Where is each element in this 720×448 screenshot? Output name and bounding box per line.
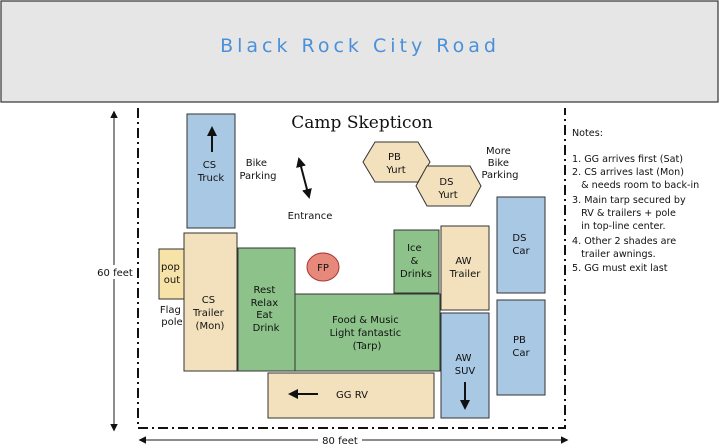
ice-drinks-label: Ice & Drinks [400,243,432,280]
cs-trailer-space [183,232,238,372]
pb-yurt-label: PB Yurt [385,152,405,176]
fire-pit [306,252,340,282]
entrance-arrow [296,157,312,199]
road-label: Black Rock City Road [220,35,500,57]
cs-truck-label: CS Truck [197,160,225,184]
ds-yurt-label: DS Yurt [437,177,457,201]
pop-out-space [158,248,185,300]
ice-drinks-space [393,229,440,294]
aw-trailer-label: AW Trailer [449,256,482,280]
height-dimension-label: 60 feet [97,268,133,279]
notes-heading: Notes: [572,128,603,139]
camp-boundary [137,108,566,429]
ds-car-space [496,196,546,294]
pb-car-label: PB Car [512,335,530,359]
ds-yurt-space [415,165,482,207]
food-music-tarp [294,293,441,372]
more-bike-parking-label: More Bike Parking [481,146,518,181]
rest-relax-space [237,247,296,372]
gg-rv-label: GG RV [336,390,368,401]
ds-car-label: DS Car [512,233,530,257]
fire-pit-label: FP [317,263,329,274]
width-dimension-label: 80 feet [322,436,358,447]
food-music-label: Food & Music Light fantastic (Tarp) [330,315,405,352]
flag-pole-label: Flag pole [160,305,184,328]
cs-trailer-label: CS Trailer (Mon) [192,295,227,332]
aw-trailer-space [440,225,490,311]
rest-relax-label: Rest Relax Eat Drink [251,285,282,334]
bike-parking-label: Bike Parking [239,158,276,182]
entrance-label: Entrance [288,211,333,222]
road-strip [0,0,719,103]
notes-list: 1. GG arrives first (Sat) 2. CS arrives … [572,154,699,274]
pop-out-label: pop out [161,262,183,286]
camp-title: Camp Skepticon [291,113,432,133]
pb-car-space [496,299,546,396]
aw-suv-label: AW SUV [455,353,476,377]
